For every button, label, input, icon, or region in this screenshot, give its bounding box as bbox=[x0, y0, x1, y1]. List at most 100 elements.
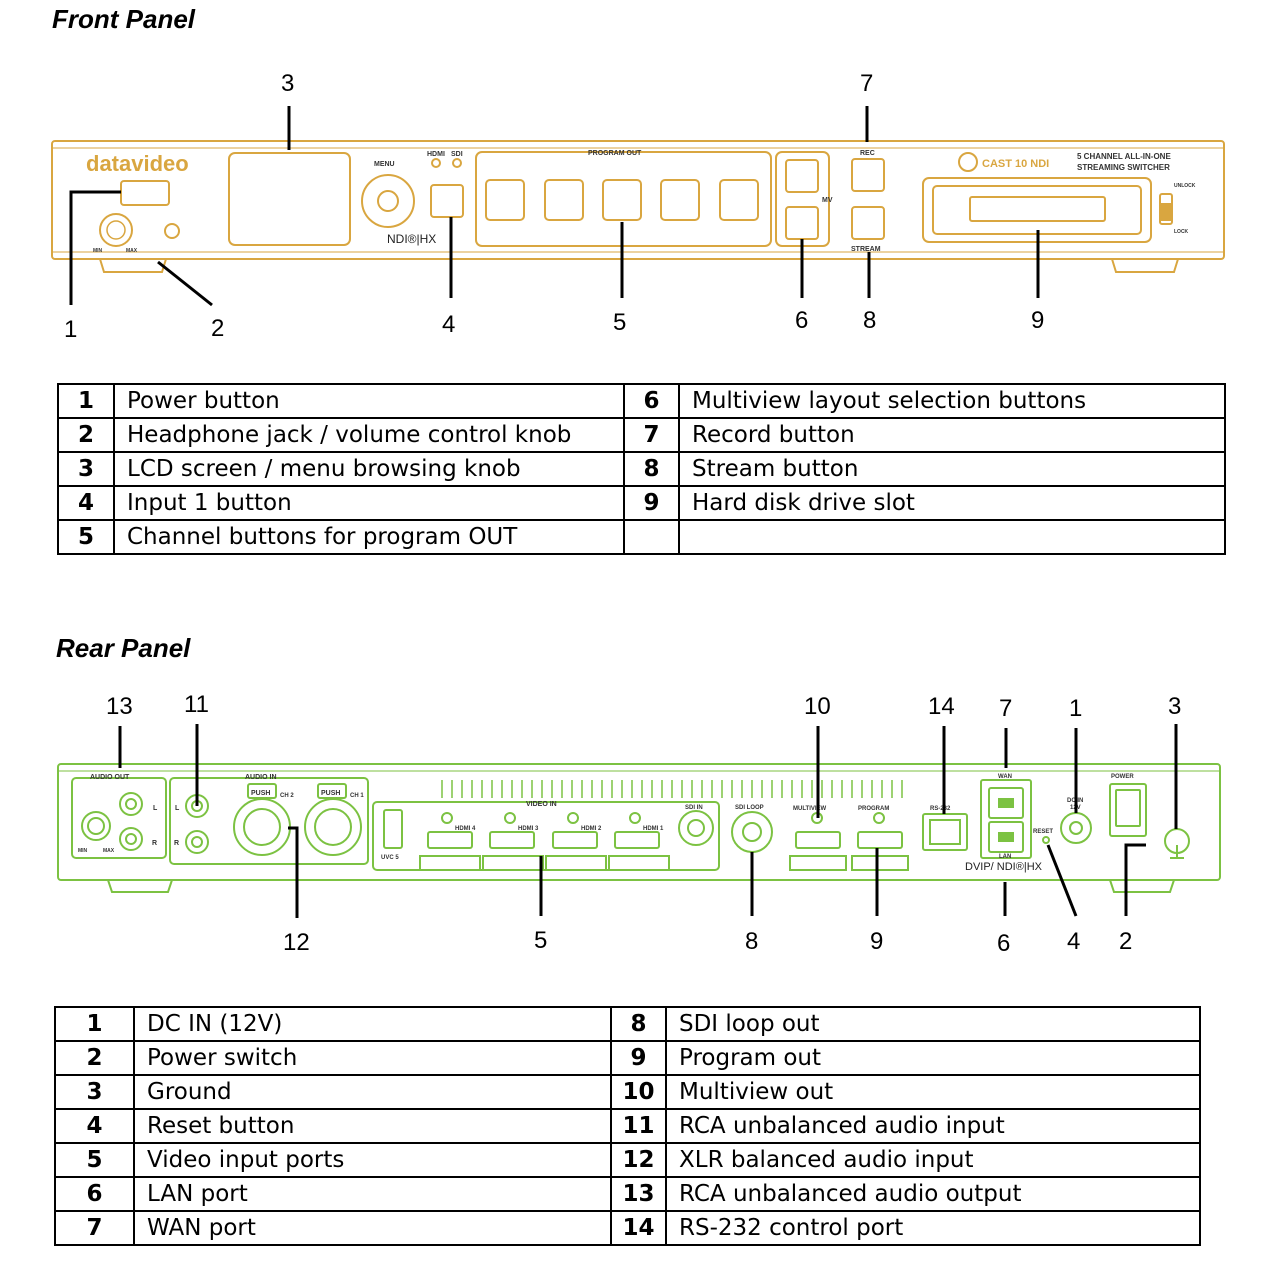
svg-text:CH 1: CH 1 bbox=[350, 793, 364, 799]
svg-text:5 CHANNEL ALL-IN-ONE: 5 CHANNEL ALL-IN-ONE bbox=[1077, 152, 1171, 161]
svg-text:HDMI 2: HDMI 2 bbox=[581, 826, 602, 832]
svg-text:SDI IN: SDI IN bbox=[685, 805, 703, 811]
svg-text:L: L bbox=[175, 805, 180, 812]
svg-text:L: L bbox=[153, 805, 158, 812]
program-button-5 bbox=[719, 179, 759, 221]
network-group bbox=[980, 779, 1032, 859]
table-row: 1 DC IN (12V) 8 SDI loop out bbox=[54, 1006, 1201, 1042]
mv-button-2 bbox=[785, 206, 819, 240]
svg-text:HDMI 3: HDMI 3 bbox=[518, 826, 539, 832]
front-callout-3: 3 bbox=[281, 70, 294, 97]
svg-text:VIDEO IN: VIDEO IN bbox=[526, 801, 557, 808]
table-row: 4 Input 1 button 9 Hard disk drive slot bbox=[57, 485, 1226, 521]
svg-text:LOCK: LOCK bbox=[1174, 229, 1189, 235]
front-callout-1: 1 bbox=[64, 316, 77, 343]
table-row: 6 LAN port 13 RCA unbalanced audio outpu… bbox=[54, 1176, 1201, 1212]
svg-text:HDMI 1: HDMI 1 bbox=[643, 826, 664, 832]
rear-callout-2: 2 bbox=[1119, 928, 1132, 955]
table-row: 3 LCD screen / menu browsing knob 8 Stre… bbox=[57, 451, 1226, 487]
wan-port bbox=[988, 787, 1024, 819]
audio-out-group bbox=[71, 777, 167, 859]
svg-text:MENU: MENU bbox=[374, 161, 395, 168]
sdi-loop-port bbox=[731, 811, 773, 853]
svg-text:REC: REC bbox=[860, 150, 875, 157]
front-legend-table: 1 Power button 6 Multiview layout select… bbox=[57, 383, 1226, 555]
svg-text:DVIP/ NDI®|HX: DVIP/ NDI®|HX bbox=[965, 861, 1043, 873]
front-callout-9: 9 bbox=[1031, 307, 1044, 334]
sdi-in-port bbox=[678, 810, 714, 846]
svg-text:MIN: MIN bbox=[93, 248, 103, 254]
svg-text:STREAM: STREAM bbox=[851, 246, 881, 253]
table-row: 3 Ground 10 Multiview out bbox=[54, 1074, 1201, 1110]
rear-callout-9: 9 bbox=[870, 928, 883, 955]
lcd-screen bbox=[228, 152, 351, 246]
rca-out-l bbox=[119, 792, 143, 816]
rear-callout-4: 4 bbox=[1067, 928, 1080, 955]
power-switch bbox=[1109, 783, 1147, 837]
brand-logo: datavideo bbox=[86, 151, 189, 176]
svg-text:R: R bbox=[152, 840, 157, 847]
table-row: 1 Power button 6 Multiview layout select… bbox=[57, 383, 1226, 419]
table-row: 7 WAN port 14 RS-232 control port bbox=[54, 1210, 1201, 1246]
svg-text:AUDIO OUT: AUDIO OUT bbox=[90, 774, 130, 781]
svg-text:RS-232: RS-232 bbox=[930, 806, 951, 812]
rear-callout-7: 7 bbox=[999, 695, 1012, 722]
program-button-3 bbox=[602, 179, 642, 221]
rear-chassis bbox=[57, 763, 1221, 881]
front-panel-diagram: datavideo CAST 10 NDI MENU HDMI SDI PROG… bbox=[51, 70, 1225, 343]
svg-text:STREAMING SWITCHER: STREAMING SWITCHER bbox=[1077, 163, 1170, 172]
program-button-2 bbox=[544, 179, 584, 221]
svg-text:PUSH: PUSH bbox=[251, 790, 270, 797]
svg-text:UNLOCK: UNLOCK bbox=[1174, 183, 1196, 189]
xlr-ch2 bbox=[233, 798, 291, 856]
usb-uvc-port bbox=[383, 809, 403, 849]
rear-callout-14: 14 bbox=[928, 693, 955, 720]
program-hdmi-port bbox=[857, 831, 903, 849]
svg-text:POWER: POWER bbox=[1111, 774, 1134, 780]
mv-button-1 bbox=[785, 159, 819, 193]
rear-callout-5: 5 bbox=[534, 927, 547, 954]
rec-button bbox=[851, 158, 885, 192]
menu-knob bbox=[361, 174, 415, 228]
multiview-hdmi-port bbox=[795, 831, 841, 849]
rca-in-r bbox=[185, 830, 209, 854]
program-button-1 bbox=[485, 179, 525, 221]
table-row: 2 Power switch 9 Program out bbox=[54, 1040, 1201, 1076]
table-row: 2 Headphone jack / volume control knob 7… bbox=[57, 417, 1226, 453]
program-button-4 bbox=[660, 179, 700, 221]
rear-callout-1: 1 bbox=[1069, 695, 1082, 722]
svg-text:SDI LOOP: SDI LOOP bbox=[735, 805, 764, 811]
front-callout-5: 5 bbox=[613, 309, 626, 336]
svg-text:LAN: LAN bbox=[999, 854, 1011, 860]
svg-text:PROGRAM OUT: PROGRAM OUT bbox=[588, 150, 642, 157]
rear-callout-12: 12 bbox=[283, 929, 310, 956]
svg-text:MV: MV bbox=[822, 197, 833, 204]
svg-text:CAST 10 NDI: CAST 10 NDI bbox=[982, 158, 1049, 170]
input-1-button bbox=[430, 184, 464, 218]
rear-callout-3: 3 bbox=[1168, 693, 1181, 720]
front-callout-2: 2 bbox=[211, 315, 224, 342]
front-callout-6: 6 bbox=[795, 307, 808, 334]
svg-text:MIN: MIN bbox=[78, 848, 88, 854]
audio-in-group bbox=[169, 777, 369, 865]
table-row: 5 Channel buttons for program OUT bbox=[57, 519, 1226, 555]
rear-callout-8: 8 bbox=[745, 928, 758, 955]
stream-button bbox=[851, 206, 885, 240]
hdmi-4-port bbox=[427, 831, 473, 849]
svg-text:HDMI: HDMI bbox=[427, 151, 445, 158]
front-callout-7: 7 bbox=[860, 70, 873, 97]
front-callout-8: 8 bbox=[863, 307, 876, 334]
rear-callout-13: 13 bbox=[106, 693, 133, 720]
xlr-ch1 bbox=[304, 798, 362, 856]
hdmi-2-port bbox=[552, 831, 598, 849]
power-button bbox=[120, 180, 170, 206]
rear-panel-diagram: AUDIO OUT AUDIO IN PUSH PUSH CH 2 CH 1 L… bbox=[57, 691, 1221, 957]
svg-text:UVC 5: UVC 5 bbox=[381, 855, 399, 861]
svg-text:NDI®|HX: NDI®|HX bbox=[387, 232, 436, 246]
dc-in-port bbox=[1060, 812, 1092, 844]
svg-text:WAN: WAN bbox=[998, 774, 1012, 780]
audio-out-knob bbox=[81, 811, 111, 841]
svg-text:R: R bbox=[174, 840, 179, 847]
table-row: 5 Video input ports 12 XLR balanced audi… bbox=[54, 1142, 1201, 1178]
lan-port bbox=[988, 821, 1024, 853]
